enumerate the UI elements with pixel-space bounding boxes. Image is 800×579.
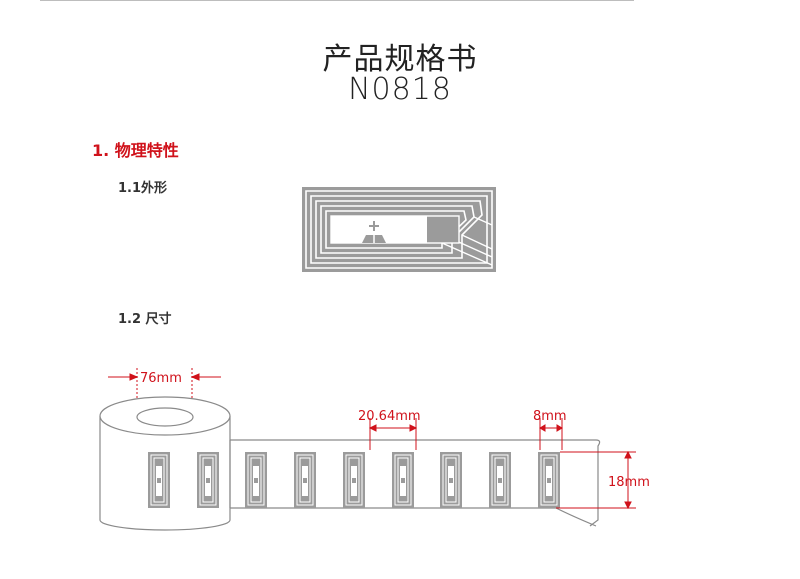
dim-core-label: 76mm — [140, 371, 182, 386]
strip-tag — [343, 452, 365, 508]
strip-tag — [392, 452, 414, 508]
strip-tag — [538, 452, 560, 508]
dim-width-label: 18mm — [608, 475, 650, 490]
strip-tags — [148, 452, 560, 508]
product-model: N0818 — [348, 72, 452, 107]
subsection-size: 1.2 尺寸 — [118, 312, 172, 327]
strip-tag — [294, 452, 316, 508]
subsection-shape: 1.1外形 — [118, 181, 168, 196]
strip-tag — [197, 452, 219, 508]
strip-tag — [440, 452, 462, 508]
label-roll-diagram: 76mm 20.64mm 8mm 18mm — [99, 368, 650, 531]
top-divider — [40, 0, 634, 1]
strip-tag — [489, 452, 511, 508]
section-heading-physical: 1. 物理特性 — [92, 141, 179, 160]
dim-gap-label: 8mm — [533, 409, 567, 424]
dim-pitch-label: 20.64mm — [358, 409, 421, 424]
strip-tag — [245, 452, 267, 508]
document-title: 产品规格书 — [322, 42, 478, 77]
rfid-tag-illustration — [302, 187, 496, 272]
strip-tag — [148, 452, 170, 508]
